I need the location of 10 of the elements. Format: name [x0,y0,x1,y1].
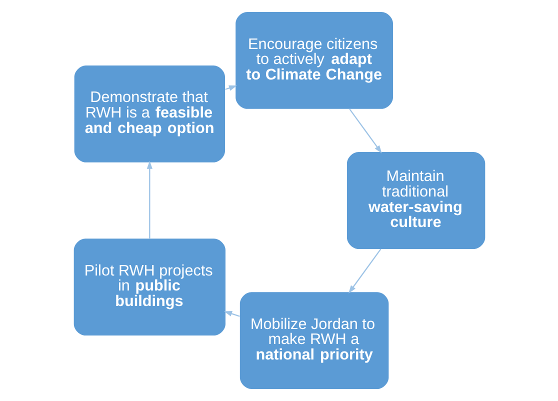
node-box: Mobilize Jordan to make RWH a national priority [239,292,388,390]
arrow [348,108,382,154]
node-box: Maintain traditional water-saving culture [346,152,485,249]
node-box: Encourage citizens to actively adapt to Climate Change [235,12,392,109]
node-box: Pilot RWH projects in public buildings [73,238,225,336]
arrow [223,311,240,317]
arrow [224,85,237,91]
arrow [348,248,381,294]
arrow [146,160,152,238]
node-box: Demonstrate that RWH is a feasible and cheap option [74,65,224,162]
